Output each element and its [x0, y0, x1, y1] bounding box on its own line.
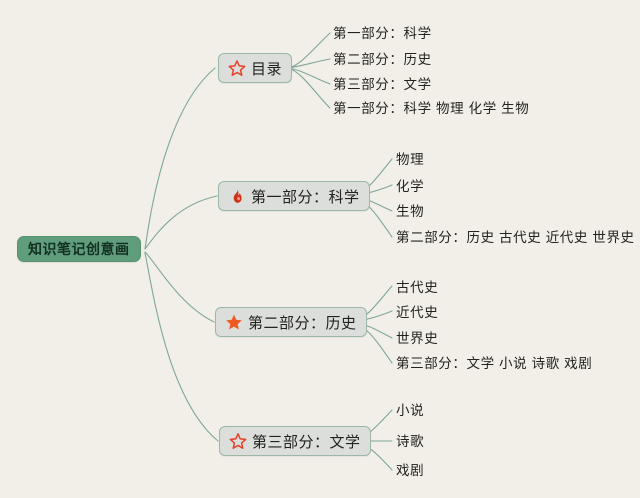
leaf-2-1[interactable]: 近代史 [396, 305, 439, 320]
branch-node-2[interactable]: 第二部分：历史 [215, 307, 367, 337]
connector-root-to-branch-3 [144, 252, 219, 442]
connector-root-to-branch-1 [144, 195, 218, 250]
leaf-3-2[interactable]: 戏剧 [396, 463, 425, 478]
leaf-2-3[interactable]: 第三部分：文学 小说 诗歌 戏剧 [396, 356, 593, 371]
branch-node-0-label: 目录 [251, 60, 283, 78]
leaf-0-1[interactable]: 第二部分：历史 [333, 52, 432, 67]
leaf-1-2[interactable]: 生物 [396, 204, 425, 219]
leaf-1-0[interactable]: 物理 [396, 152, 425, 167]
leaf-1-3[interactable]: 第二部分：历史 古代史 近代史 世界史 [396, 230, 635, 245]
root-node[interactable]: 知识笔记创意画 [17, 236, 141, 262]
leaf-0-3[interactable]: 第一部分：科学 物理 化学 生物 [333, 101, 530, 116]
connector-branch-0-leaf-1 [287, 58, 331, 69]
root-node-label: 知识笔记创意画 [28, 241, 130, 257]
leaf-0-2[interactable]: 第三部分：文学 [333, 77, 432, 92]
connector-branch-0-leaf-3 [287, 67, 331, 109]
connector-root-to-branch-0 [144, 67, 216, 250]
leaf-2-2[interactable]: 世界史 [396, 331, 439, 346]
leaf-0-0[interactable]: 第一部分：科学 [333, 26, 432, 41]
leaf-1-1[interactable]: 化学 [396, 179, 425, 194]
star-outline-icon [229, 432, 247, 450]
branch-node-3[interactable]: 第三部分：文学 [219, 426, 371, 456]
leaf-3-0[interactable]: 小说 [396, 403, 425, 418]
branch-node-1-label: 第一部分：科学 [251, 188, 360, 206]
connector-root-to-branch-2 [144, 251, 215, 323]
fire-icon [228, 187, 246, 205]
branch-node-3-label: 第三部分：文学 [252, 433, 361, 451]
star-filled-icon [225, 313, 243, 331]
star-outline-icon [228, 59, 246, 77]
connector-branch-0-leaf-0 [287, 32, 331, 69]
leaf-3-1[interactable]: 诗歌 [396, 434, 425, 449]
branch-node-1[interactable]: 第一部分：科学 [218, 181, 370, 211]
branch-node-2-label: 第二部分：历史 [248, 314, 357, 332]
branch-node-0[interactable]: 目录 [218, 53, 293, 83]
leaf-2-0[interactable]: 古代史 [396, 280, 439, 295]
connector-branch-0-leaf-2 [287, 67, 331, 85]
